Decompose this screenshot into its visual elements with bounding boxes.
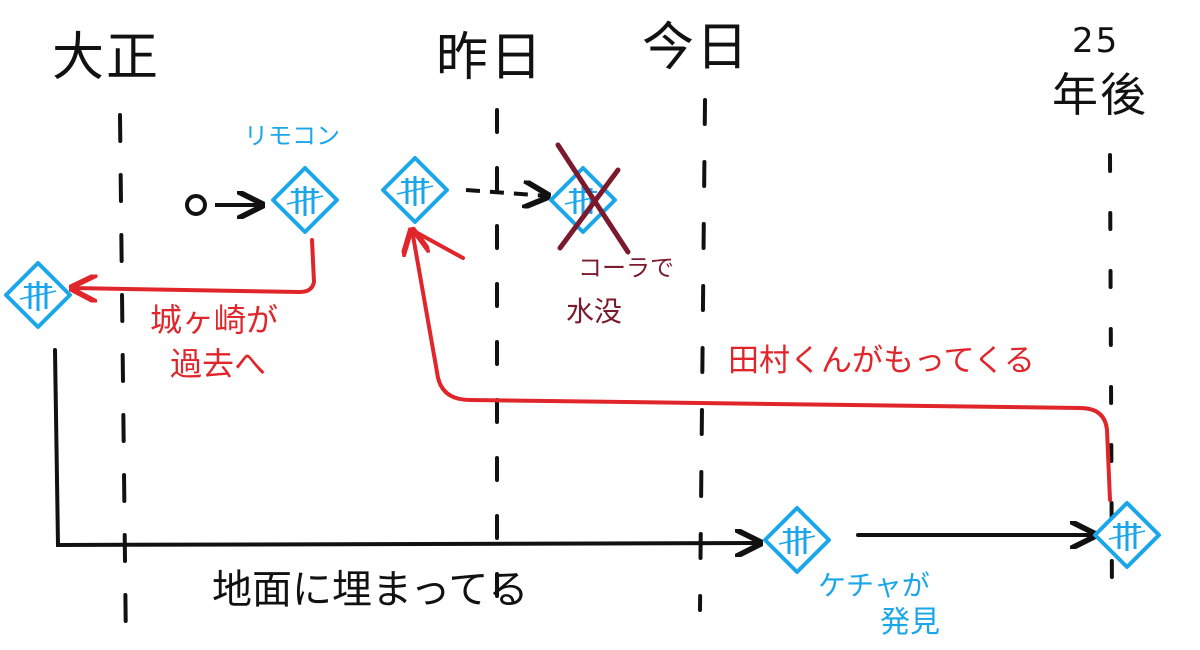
cross-out-icon bbox=[555, 142, 631, 255]
yesterday-to-broken-arrow bbox=[465, 190, 548, 196]
era-label-taisho: 大正 bbox=[52, 28, 161, 88]
remote-control-icon-broken bbox=[549, 166, 617, 234]
remote-control-icon-future bbox=[1093, 501, 1161, 569]
remote-control-icon-found bbox=[763, 506, 831, 574]
era-label-future-suffix: 年後 bbox=[1052, 68, 1148, 122]
remote-control-icon-start bbox=[271, 166, 339, 234]
era-label-today: 今日 bbox=[642, 18, 751, 78]
found-label-line2: 発見 bbox=[880, 605, 940, 640]
start-marker-icon bbox=[185, 194, 207, 216]
to-past-label-line1: 城ヶ崎が bbox=[150, 301, 279, 339]
broken-note-cola: コーラで bbox=[578, 254, 674, 282]
remote-label: リモコン bbox=[244, 122, 340, 150]
buried-label: 地面に埋まってる bbox=[212, 567, 529, 613]
remote-control-icon-taisho bbox=[4, 261, 72, 329]
tamura-label: 田村くんがもってくる bbox=[728, 343, 1035, 379]
buried-path-arrow bbox=[53, 348, 760, 545]
to-past-label-line2: 過去へ bbox=[170, 345, 267, 383]
era-line-taisho bbox=[118, 113, 128, 650]
remote-control-icon-yesterday bbox=[381, 156, 449, 224]
tamura-arrow bbox=[412, 230, 1112, 502]
era-label-yesterday: 昨日 bbox=[436, 28, 545, 88]
found-label-line1: ケチャが bbox=[818, 569, 930, 602]
to-past-arrow bbox=[72, 238, 317, 292]
era-line-today bbox=[698, 98, 707, 612]
broken-note-submerged: 水没 bbox=[566, 295, 623, 328]
era-label-future-number: 25 bbox=[1072, 21, 1120, 61]
era-line-future bbox=[1108, 153, 1114, 602]
